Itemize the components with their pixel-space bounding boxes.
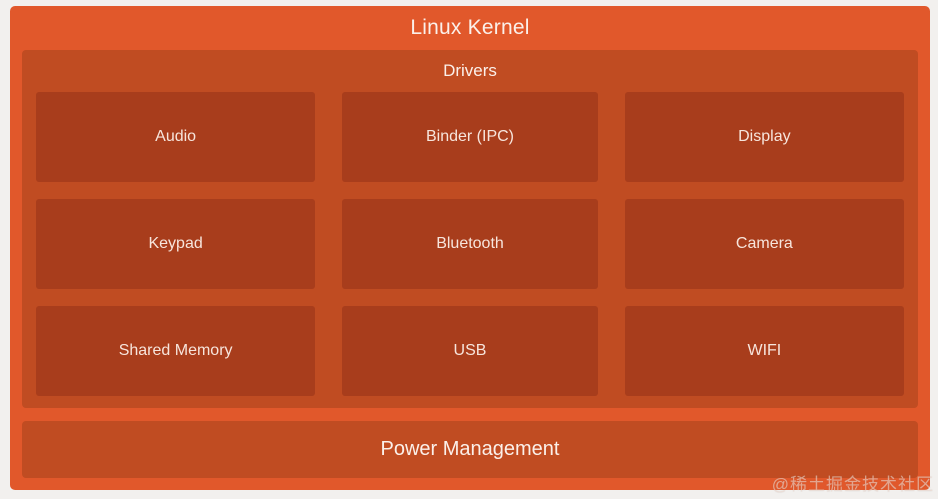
driver-cell-binder-ipc: Binder (IPC) xyxy=(342,92,598,182)
driver-cell-shared-memory: Shared Memory xyxy=(36,306,316,396)
linux-kernel-container: Linux Kernel Drivers Audio Binder (IPC) … xyxy=(10,6,930,490)
driver-cell-audio: Audio xyxy=(36,92,316,182)
driver-cell-keypad: Keypad xyxy=(36,199,316,289)
driver-cell-bluetooth: Bluetooth xyxy=(342,199,598,289)
linux-kernel-title: Linux Kernel xyxy=(410,16,530,39)
drivers-section-title: Drivers xyxy=(443,61,497,80)
driver-cell-usb: USB xyxy=(342,306,598,396)
power-management-bar: Power Management xyxy=(22,421,918,478)
driver-cell-display: Display xyxy=(624,92,904,182)
drivers-section: Drivers Audio Binder (IPC) Display Keypa… xyxy=(22,50,918,408)
driver-cell-camera: Camera xyxy=(624,199,904,289)
drivers-grid: Audio Binder (IPC) Display Keypad Blueto… xyxy=(22,92,918,396)
driver-cell-wifi: WIFI xyxy=(624,306,904,396)
